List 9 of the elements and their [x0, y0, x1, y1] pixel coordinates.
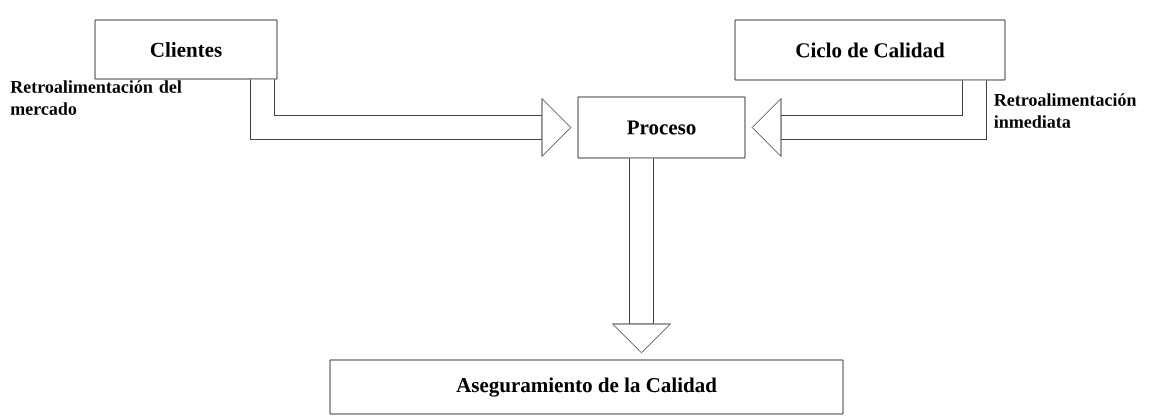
edge-label: Retroalimentación inmediata: [994, 93, 1137, 128]
process-box: Clientes: [94, 19, 278, 80]
block-arrow: [250, 79, 572, 157]
process-box: Aseguramiento de la Calidad: [329, 359, 844, 415]
process-box: Proceso: [577, 96, 746, 159]
block-arrow: [751, 80, 987, 157]
process-box: Ciclo de Calidad: [734, 19, 1006, 81]
block-arrow: [612, 158, 671, 354]
edge-label: Retroalimentación del mercado: [10, 80, 182, 115]
